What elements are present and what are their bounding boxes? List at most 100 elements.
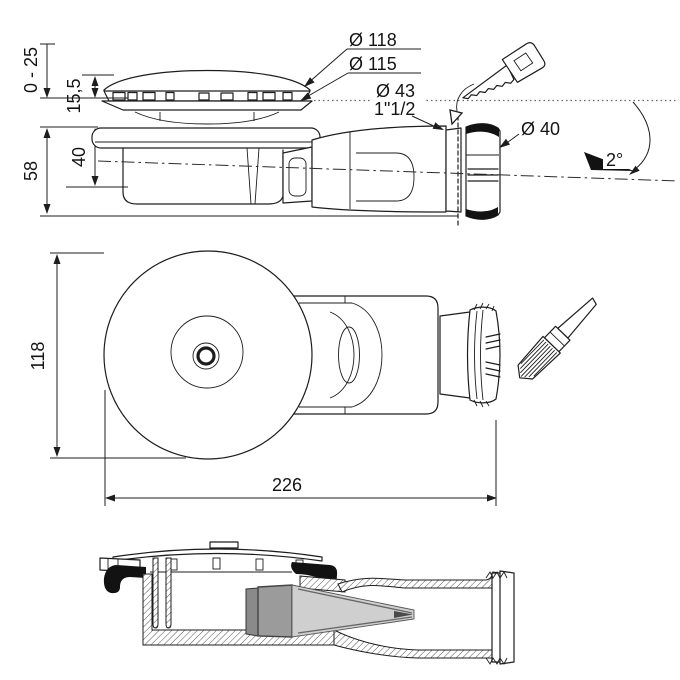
leader-arrow — [304, 77, 315, 87]
cylinder — [439, 311, 471, 399]
arrow-down — [43, 204, 51, 214]
center-circle — [192, 342, 220, 370]
dim-top-width: 118 — [28, 342, 48, 371]
ext-lines — [50, 252, 186, 459]
saw-blade — [462, 64, 515, 100]
arrow-down — [53, 447, 61, 457]
housing-inner — [299, 302, 383, 408]
adapter-ring — [445, 127, 462, 213]
body-outline — [122, 147, 284, 205]
cone-detail — [349, 132, 415, 209]
pipe-end-fill — [492, 573, 514, 662]
nut-bottom-band — [466, 207, 498, 220]
nut-top-band — [466, 123, 499, 137]
cover-notch — [209, 541, 239, 549]
lower-disc — [101, 100, 313, 111]
inlet-tube-wall-left — [152, 557, 159, 629]
cone — [311, 125, 447, 213]
leader-arrow — [499, 138, 510, 148]
arrow-up — [53, 254, 61, 264]
inlet-tube-wall-right — [165, 557, 172, 629]
brush-icon — [517, 297, 597, 380]
label-pipe-thread: 1"1/2 — [374, 99, 415, 119]
membrane-cone — [291, 584, 415, 638]
nut — [465, 123, 501, 220]
outlet-pipe — [282, 115, 501, 227]
section-cover — [112, 548, 323, 562]
label-disc-diameter: Ø 115 — [349, 54, 397, 74]
vent-slots — [112, 91, 293, 101]
label-nut-diameter: Ø 40 — [521, 119, 560, 139]
bracket — [246, 147, 260, 205]
membrane-seams — [297, 588, 413, 634]
dome-cover — [101, 69, 313, 125]
dim-body-height: 40 — [69, 147, 89, 167]
arrow-up — [91, 76, 99, 86]
dim-total-height: 58 — [21, 161, 41, 181]
pipe-end — [491, 570, 515, 665]
slope-indicator: 2° — [584, 101, 651, 175]
pipe-housing — [293, 295, 439, 415]
center-ring — [196, 346, 216, 366]
nut-stripes-top-view — [485, 333, 501, 378]
label-backing — [371, 81, 425, 118]
cross-section-view — [99, 541, 515, 665]
ext-lines — [104, 390, 497, 506]
side-view: 0 - 25 15,5 58 40 — [21, 30, 679, 227]
inner-circle — [170, 315, 244, 389]
brush-handle — [557, 297, 597, 339]
curved-arrow-head — [449, 109, 464, 126]
membrane-collar — [257, 584, 293, 638]
left-gasket — [103, 565, 146, 594]
top-view: 118 226 — [28, 250, 597, 506]
saw-icon — [449, 42, 546, 126]
arrow-down — [91, 176, 99, 186]
coupler-detail — [288, 157, 307, 197]
arrow-right — [487, 494, 497, 502]
arrow-down — [43, 88, 51, 98]
right-flange — [299, 575, 346, 593]
membrane-tip — [394, 611, 413, 618]
label-pipe-diameter: Ø 43 — [376, 81, 415, 101]
bristle-hatch — [519, 339, 558, 378]
nut-arcs — [474, 309, 484, 401]
slope-arc — [632, 101, 651, 171]
leader-arrow — [300, 92, 312, 101]
label-slope-angle: 2° — [606, 150, 623, 170]
coupler — [282, 146, 313, 204]
side-labels: Ø 118 Ø 115 Ø 43 1"1/2 Ø 40 — [300, 30, 560, 148]
side-dimensions: 0 - 25 15,5 58 40 — [21, 43, 458, 217]
housing-lens — [338, 326, 360, 384]
arrow-left — [105, 494, 115, 502]
cover-circle — [103, 250, 313, 460]
top-nut — [466, 306, 501, 404]
dome — [103, 69, 311, 92]
membrane-collar-edge — [245, 587, 259, 637]
leader-43 — [411, 115, 439, 129]
arrow-up — [43, 128, 51, 138]
saw-handle-hole — [513, 52, 534, 72]
curved-arrow — [456, 83, 475, 112]
brush-ferrule-line — [549, 331, 565, 347]
leader-118 — [306, 48, 421, 85]
top-dimensions: 118 226 — [28, 252, 497, 506]
top-body — [103, 250, 501, 460]
arc-arrow — [629, 165, 640, 175]
outlet-wall-top — [337, 571, 500, 593]
dim-total-length: 226 — [272, 475, 302, 495]
leader-115 — [302, 72, 421, 100]
membrane-valve — [245, 584, 415, 638]
dim-install-depth: 0 - 25 — [21, 47, 41, 93]
label-cover-diameter: Ø 118 — [349, 30, 397, 50]
pipe-centerline — [97, 160, 679, 182]
strainer-dish — [134, 111, 280, 125]
leader-arrow — [432, 122, 444, 130]
outlet-wall-bottom — [333, 629, 494, 659]
label-backing — [603, 150, 631, 169]
saw-handle — [501, 42, 546, 83]
housing-inner-2 — [329, 311, 355, 399]
nut-knurling — [473, 302, 495, 408]
arrow-down — [91, 88, 99, 98]
